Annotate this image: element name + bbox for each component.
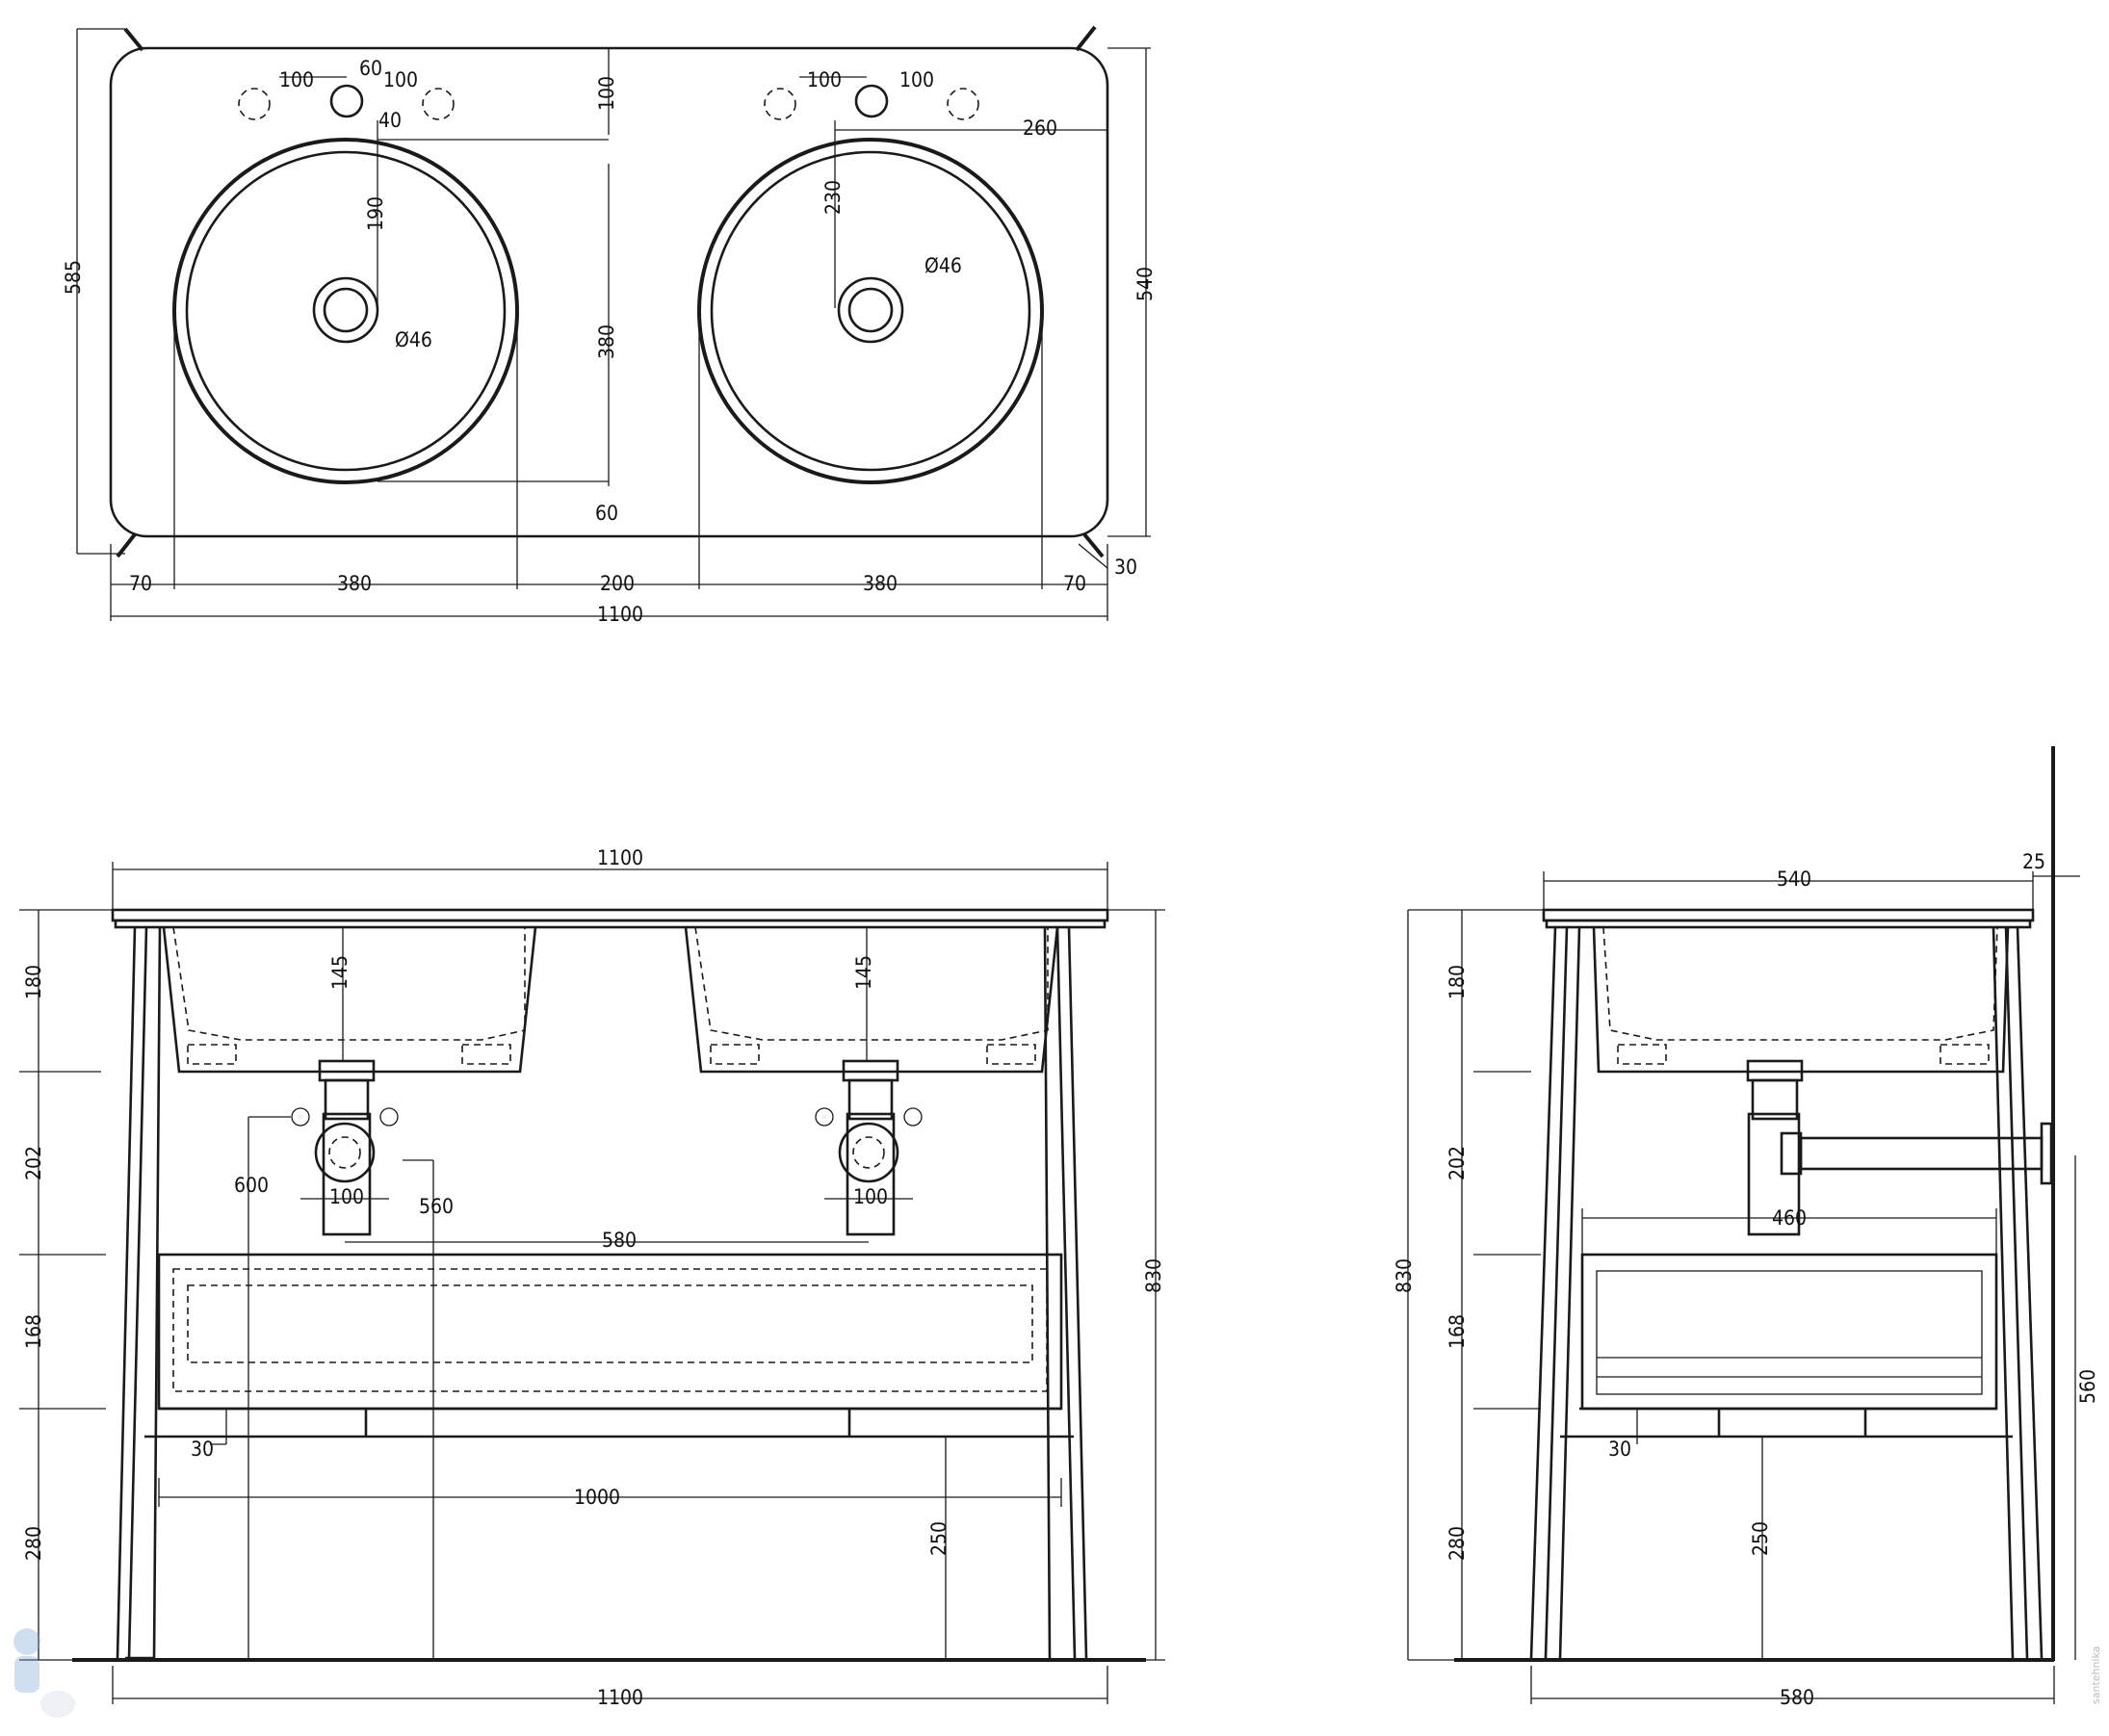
front-dim-100-left: 100 (329, 1185, 364, 1208)
dim-1100-top: 1100 (597, 603, 643, 626)
front-dim-168: 168 (22, 1314, 45, 1349)
leg-stub-tl (123, 27, 144, 52)
dim-70-left: 70 (129, 572, 152, 595)
side-dim-30: 30 (1608, 1438, 1631, 1461)
front-dim-100-right: 100 (853, 1185, 888, 1208)
side-dim-25: 25 (2022, 850, 2045, 873)
left-basin-outer (172, 138, 519, 484)
front-basin-left (162, 926, 537, 1074)
front-dim-1100-bottom: 1100 (597, 1686, 643, 1709)
side-dim-202: 202 (1445, 1146, 1469, 1180)
side-countertop (1542, 908, 2035, 922)
side-dim-250: 250 (1749, 1521, 1772, 1556)
dim-100-vert: 100 (595, 76, 618, 111)
leg-stub-br (1082, 532, 1105, 558)
right-basin-outer (697, 138, 1044, 484)
side-dim-460: 460 (1772, 1206, 1807, 1230)
siphon-right (815, 1059, 923, 1236)
side-siphon (1746, 1059, 2053, 1236)
front-leg-right (1067, 926, 1088, 1659)
front-dim-145-right: 145 (852, 955, 875, 990)
side-dim-180: 180 (1445, 965, 1469, 999)
side-drawer (1580, 1253, 1998, 1411)
dim-380-left: 380 (337, 572, 372, 595)
front-dim-830: 830 (1142, 1258, 1165, 1293)
dim-190: 190 (364, 196, 387, 231)
front-leg-left (116, 926, 137, 1659)
dim-70-right: 70 (1063, 572, 1086, 595)
side-basin (1592, 926, 2010, 1074)
dim-100-tl-a: 100 (279, 68, 314, 91)
front-drawer (157, 1253, 1063, 1411)
front-dim-202: 202 (22, 1146, 45, 1180)
dim-100-tr-a: 100 (807, 68, 842, 91)
front-dim-145-left: 145 (328, 955, 352, 990)
side-view: 540 25 180 202 168 280 830 460 30 250 56… (1393, 746, 2099, 1709)
front-dim-1100-top: 1100 (597, 846, 643, 869)
dim-200: 200 (600, 572, 635, 595)
front-dim-250: 250 (927, 1521, 950, 1556)
front-dim-280: 280 (22, 1526, 45, 1561)
dim-100-tl-b: 100 (383, 68, 418, 91)
side-dim-540: 540 (1777, 868, 1811, 891)
leg-stub-bl (116, 532, 137, 558)
dim-60-bottom: 60 (595, 502, 618, 525)
front-dim-1000: 1000 (574, 1486, 620, 1509)
dim-d46-right: Ø46 (924, 254, 962, 277)
side-dim-280: 280 (1445, 1526, 1469, 1561)
front-dim-180: 180 (22, 965, 45, 999)
dim-380-right: 380 (863, 572, 898, 595)
siphon-left (291, 1059, 399, 1236)
right-tap-hole (854, 84, 889, 118)
right-drain (837, 276, 904, 344)
front-dim-600: 600 (234, 1174, 269, 1197)
dim-260: 260 (1023, 117, 1057, 140)
front-basin-right (684, 926, 1059, 1074)
front-dim-30: 30 (191, 1438, 214, 1461)
side-dim-580: 580 (1780, 1686, 1814, 1709)
dim-40: 40 (378, 109, 402, 132)
side-dim-560: 560 (2076, 1369, 2099, 1404)
dim-230: 230 (821, 180, 845, 215)
front-countertop (111, 908, 1109, 922)
dim-60-top: 60 (359, 57, 382, 80)
left-drain (312, 276, 379, 344)
dim-380-vert: 380 (595, 324, 618, 359)
dim-540: 540 (1133, 267, 1157, 301)
front-dim-560: 560 (419, 1195, 454, 1218)
dim-100-tr-b: 100 (899, 68, 934, 91)
left-tap-hole (329, 84, 364, 118)
dim-d46-left: Ø46 (395, 328, 432, 351)
watermark-text: santehnika (2090, 1646, 2102, 1704)
side-leg-left (1529, 926, 1557, 1659)
side-dim-168: 168 (1445, 1314, 1469, 1349)
dim-30-top: 30 (1114, 556, 1137, 579)
front-dim-580: 580 (602, 1229, 637, 1252)
top-view: 585 540 60 100 100 100 100 100 40 190 23… (62, 25, 1157, 626)
side-leg-right (2016, 926, 2044, 1659)
front-view: 1100 145 145 180 202 168 280 600 560 100… (19, 846, 1165, 1709)
side-dim-830: 830 (1393, 1258, 1416, 1293)
leg-stub-tr (1075, 25, 1097, 52)
dim-585: 585 (62, 260, 85, 295)
watermark-logo (13, 1628, 75, 1718)
